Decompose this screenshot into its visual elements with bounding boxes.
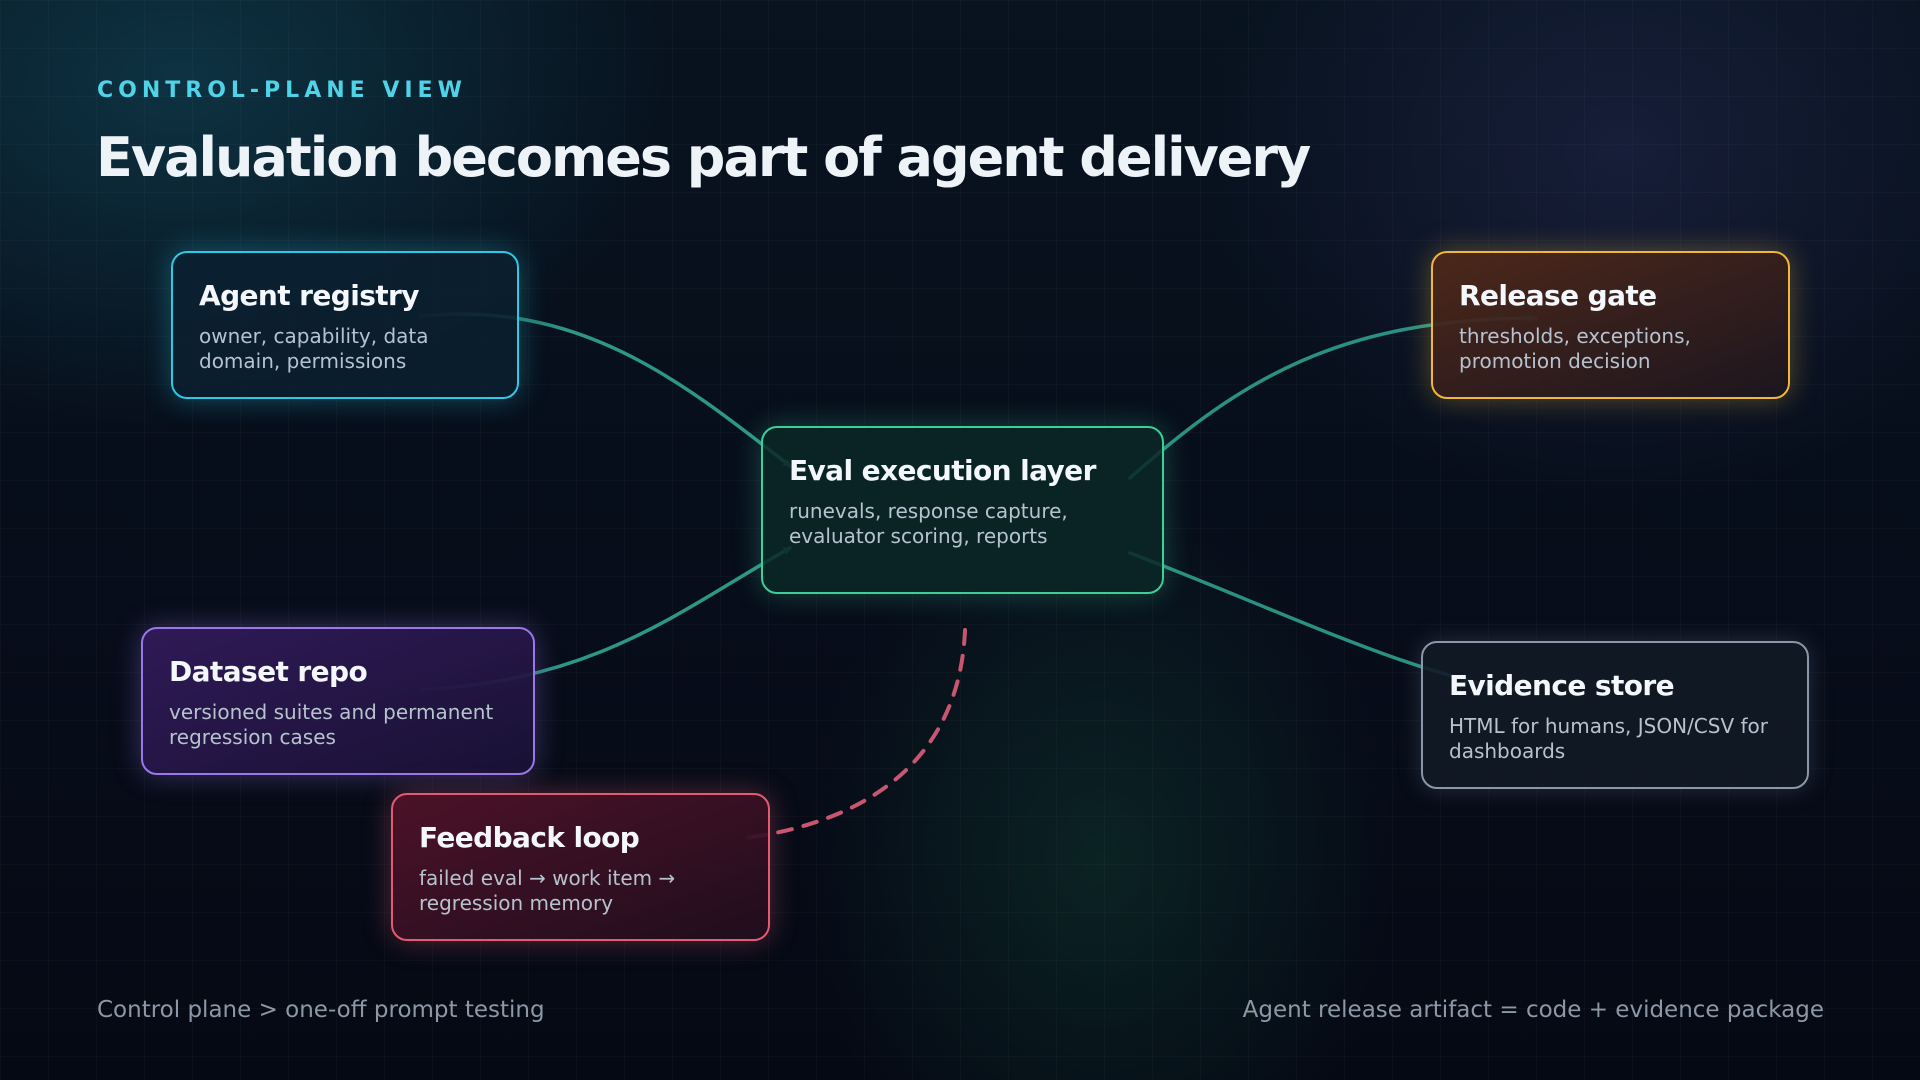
node-description: thresholds, exceptions, promotion decisi… xyxy=(1459,324,1691,373)
node-description: versioned suites and permanent regressio… xyxy=(169,700,494,749)
node-title: Dataset repo xyxy=(169,655,368,688)
node-description: runevals, response capture, evaluator sc… xyxy=(789,499,1068,548)
node-title: Agent registry xyxy=(199,279,420,312)
node-dataset-repo[interactable]: Dataset repo versioned suites and perman… xyxy=(141,627,535,775)
node-title: Feedback loop xyxy=(419,821,640,854)
node-description: owner, capability, data domain, permissi… xyxy=(199,324,429,373)
footer-note-left: Control plane > one-off prompt testing xyxy=(97,997,545,1023)
footer-note-right: Agent release artifact = code + evidence… xyxy=(1242,997,1824,1023)
section-kicker: CONTROL-PLANE VIEW xyxy=(97,78,467,103)
node-release-gate[interactable]: Release gate thresholds, exceptions, pro… xyxy=(1431,251,1790,399)
page-title: Evaluation becomes part of agent deliver… xyxy=(96,126,1311,189)
node-description: HTML for humans, JSON/CSV for dashboards xyxy=(1449,714,1769,763)
node-eval-execution-layer[interactable]: Eval execution layer runevals, response … xyxy=(761,426,1164,594)
node-agent-registry[interactable]: Agent registry owner, capability, data d… xyxy=(171,251,519,399)
node-title: Eval execution layer xyxy=(789,454,1096,487)
node-feedback-loop[interactable]: Feedback loop failed eval → work item → … xyxy=(391,793,770,941)
node-description: failed eval → work item → regression mem… xyxy=(419,866,676,915)
node-evidence-store[interactable]: Evidence store HTML for humans, JSON/CSV… xyxy=(1421,641,1809,789)
node-title: Evidence store xyxy=(1449,669,1675,702)
node-title: Release gate xyxy=(1459,279,1657,312)
edge-eval-to-feedback xyxy=(743,628,967,842)
